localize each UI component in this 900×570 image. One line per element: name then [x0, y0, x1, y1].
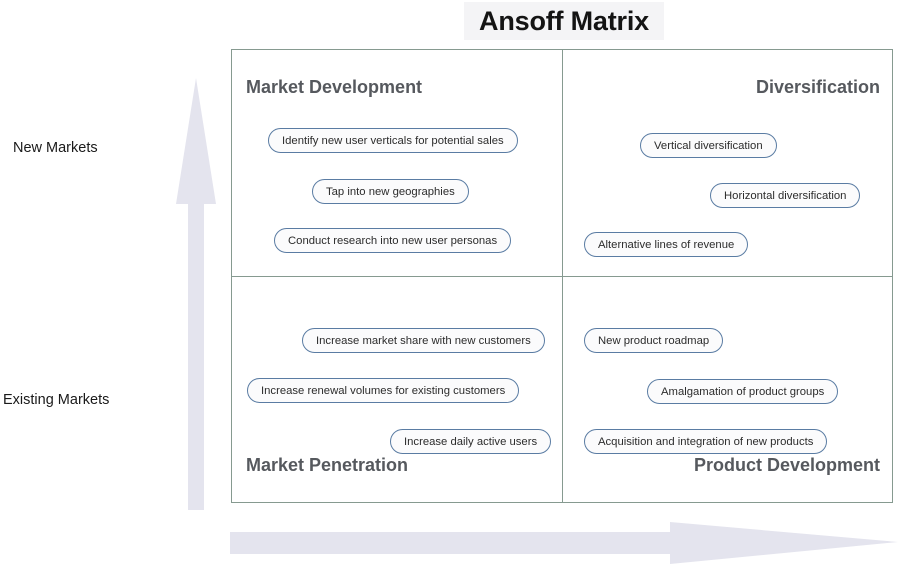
quadrant-heading-product-development: Product Development: [693, 455, 880, 475]
list-item[interactable]: Vertical diversification: [640, 133, 777, 158]
list-item[interactable]: Increase renewal volumes for existing cu…: [247, 378, 520, 403]
quadrant-market-penetration: Market Penetration Increase market share…: [232, 276, 562, 502]
page-title-backdrop: Ansoff Matrix: [464, 2, 664, 40]
list-item[interactable]: Conduct research into new user personas: [274, 228, 512, 253]
arrow-right-icon: [230, 522, 898, 564]
list-item[interactable]: Acquisition and integration of new produ…: [584, 429, 828, 454]
quadrant-market-development: Market Development Identify new user ver…: [232, 50, 562, 276]
list-item[interactable]: Increase daily active users: [390, 429, 552, 454]
quadrant-heading-market-penetration: Market Penetration: [246, 455, 409, 475]
list-item[interactable]: Amalgamation of product groups: [647, 379, 839, 404]
axis-label-new-markets: New Markets: [13, 140, 98, 156]
page-title: Ansoff Matrix: [479, 5, 649, 36]
quadrant-heading-diversification: Diversification: [755, 77, 880, 97]
list-item[interactable]: Identify new user verticals for potentia…: [268, 128, 518, 153]
list-item[interactable]: Increase market share with new customers: [302, 328, 545, 353]
axis-label-existing-markets: Existing Markets: [3, 392, 110, 408]
quadrant-diversification: Diversification Vertical diversification…: [562, 50, 892, 276]
list-item[interactable]: Alternative lines of revenue: [584, 232, 749, 257]
quadrant-product-development: Product Development New product roadmap …: [562, 276, 892, 502]
matrix-divider-horizontal: [232, 276, 892, 278]
ansoff-matrix: Market Development Identify new user ver…: [231, 49, 893, 503]
list-item[interactable]: Tap into new geographies: [312, 179, 469, 204]
quadrant-heading-market-development: Market Development: [246, 77, 423, 97]
arrow-up-icon: [176, 78, 216, 510]
list-item[interactable]: Horizontal diversification: [710, 183, 861, 208]
list-item[interactable]: New product roadmap: [584, 328, 724, 353]
